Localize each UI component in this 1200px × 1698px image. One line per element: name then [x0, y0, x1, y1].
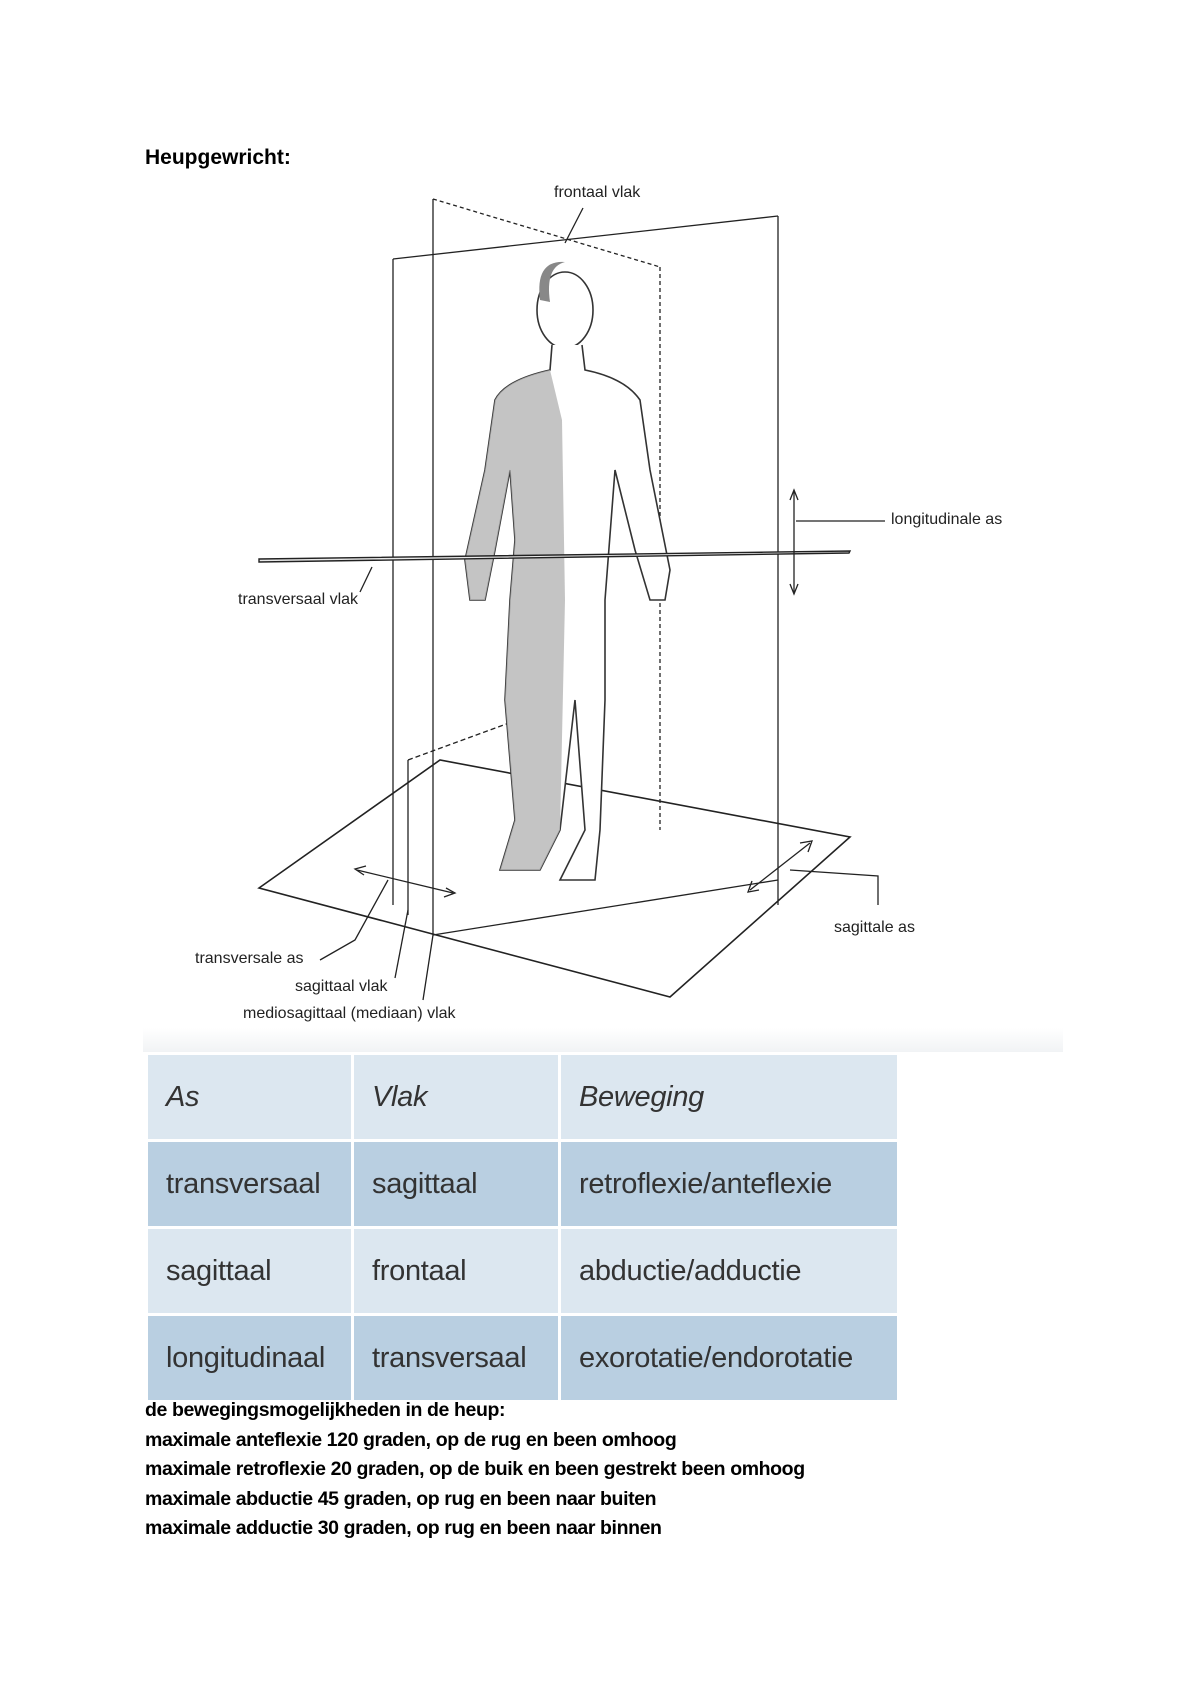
note-line: maximale abductie 45 graden, op rug en b…: [145, 1487, 657, 1510]
hip-movement-notes: de bewegingsmogelijkheden in de heup: ma…: [145, 1396, 805, 1544]
cell-plane: sagittaal: [351, 1139, 561, 1229]
label-transverse-plane: transversaal vlak: [238, 591, 359, 608]
table-header-row: As Vlak Beweging: [145, 1052, 900, 1142]
frontal-plane: [392, 215, 779, 905]
median-plane-leader: [422, 934, 434, 1001]
label-transverse-axis: transversale as: [195, 950, 304, 967]
cell-movement: abductie/adductie: [558, 1226, 900, 1316]
cell-axis: transversaal: [145, 1139, 354, 1229]
small-sagittal-plane: [407, 707, 551, 915]
longitudinal-axis-arrow: [789, 488, 885, 596]
cell-movement: exorotatie/endorotatie: [558, 1313, 900, 1403]
image-bottom-fade: [143, 1028, 1063, 1052]
sagittal-plane-leader: [394, 909, 409, 979]
label-sagittal-axis: sagittale as: [834, 919, 915, 936]
label-longitudinal-axis: longitudinale as: [891, 511, 1003, 528]
header-movement: Beweging: [558, 1052, 900, 1142]
table-row: transversaal sagittaal retroflexie/antef…: [145, 1139, 900, 1229]
table-row: longitudinaal transversaal exorotatie/en…: [145, 1313, 900, 1403]
note-line: maximale adductie 30 graden, op rug en b…: [145, 1517, 662, 1540]
sagittal-axis-arrow: [747, 840, 879, 905]
movement-table: As Vlak Beweging transversaal sagittaal …: [145, 1052, 900, 1403]
label-median-plane: mediosagittaal (mediaan) vlak: [243, 1005, 456, 1022]
cell-plane: frontaal: [351, 1226, 561, 1316]
anatomical-planes-diagram: [257, 198, 885, 1001]
transverse-axis-arrow: [319, 865, 457, 961]
note-line: maximale retroflexie 20 graden, op de bu…: [145, 1458, 805, 1481]
cell-axis: sagittaal: [145, 1226, 354, 1316]
note-line: maximale anteflexie 120 graden, op de ru…: [145, 1428, 677, 1451]
floor-plane: [257, 759, 852, 998]
cell-plane: transversaal: [351, 1313, 561, 1403]
page-heading: Heupgewricht:: [145, 146, 291, 169]
human-figure: [464, 261, 671, 881]
cell-axis: longitudinaal: [145, 1313, 354, 1403]
notes-intro: de bewegingsmogelijkheden in de heup:: [145, 1399, 506, 1421]
frontal-plane-leader: [564, 207, 584, 244]
table-row: sagittaal frontaal abductie/adductie: [145, 1226, 900, 1316]
header-axis: As: [145, 1052, 354, 1142]
transverse-plane-leader: [359, 566, 373, 593]
transverse-plane: [258, 550, 852, 563]
cell-movement: retroflexie/anteflexie: [558, 1139, 900, 1229]
label-frontal-plane: frontaal vlak: [554, 184, 641, 201]
header-plane: Vlak: [351, 1052, 561, 1142]
label-sagittal-plane: sagittaal vlak: [295, 978, 388, 995]
